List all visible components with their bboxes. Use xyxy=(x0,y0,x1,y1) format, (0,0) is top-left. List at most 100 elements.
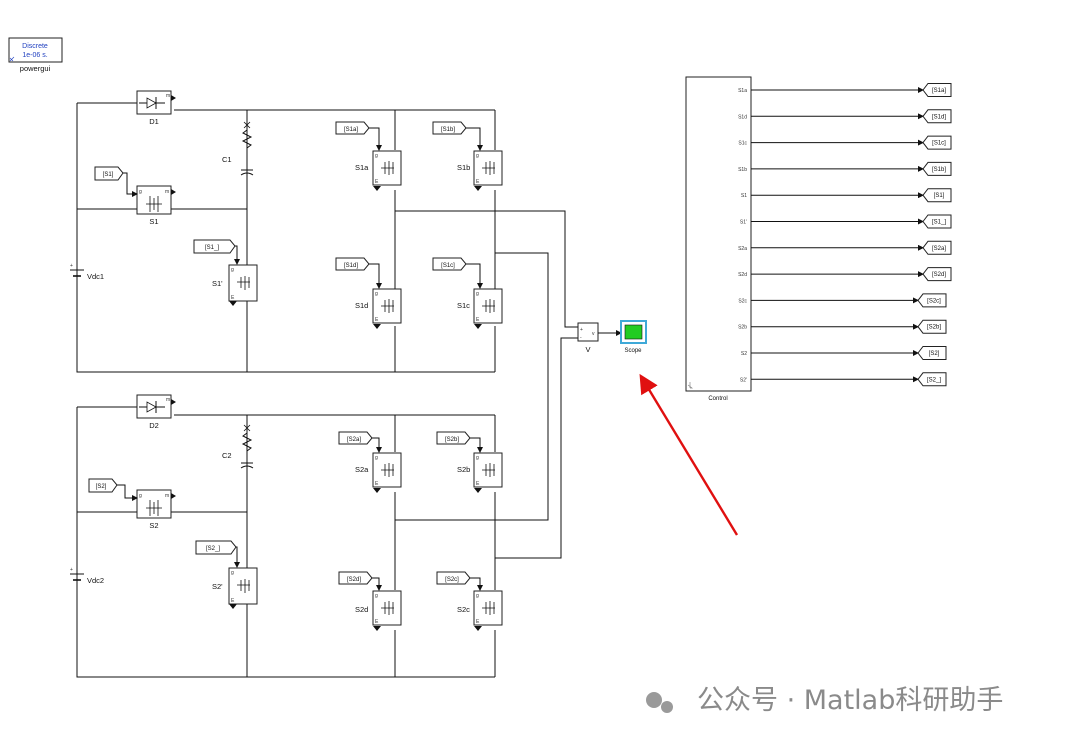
control-port-label: S2b xyxy=(738,325,747,331)
goto-tag[interactable]: [S2] xyxy=(917,346,947,360)
s1-prime-label: S1' xyxy=(212,279,223,288)
switch-s1-prime-block[interactable]: g E S1' xyxy=(212,264,258,302)
switch-s2c-block[interactable]: g E S2c xyxy=(457,590,503,626)
goto-tag[interactable]: [S1a] xyxy=(922,83,952,97)
tag-text: [S2_] xyxy=(206,546,220,552)
vm-out: v xyxy=(592,331,595,337)
scope-label: Scope xyxy=(624,348,642,354)
goto-tags: [S1a] [S1d] [S1c] [S1b] [S1] [S1_] [S2a] [S2d] [… xyxy=(917,83,952,387)
from-tag-s1-prime[interactable]: [S1_] xyxy=(193,239,236,254)
tag-text: [S2] xyxy=(96,484,107,490)
switch-s2b-block[interactable]: g E S2b xyxy=(457,452,503,488)
port-label: g xyxy=(375,455,378,461)
goto-tag-text: [S1d] xyxy=(932,114,946,120)
from-tag-s2b[interactable]: [S2b] xyxy=(436,431,471,445)
diode-d2[interactable]: m D2 xyxy=(136,394,172,430)
port-label: m xyxy=(166,397,170,403)
tag-text: [S1b] xyxy=(441,127,455,133)
control-port-label: S1a xyxy=(738,88,747,94)
capacitor-c2-label: C2 xyxy=(222,451,232,460)
port-label: g xyxy=(375,593,378,599)
switch-s1d-block[interactable]: g E S1d xyxy=(355,288,402,324)
tag-text: [S2c] xyxy=(445,577,459,583)
goto-tag[interactable]: [S2d] xyxy=(922,267,952,282)
tag-text: [S2d] xyxy=(347,577,361,583)
from-tag-s2a[interactable]: [S2a] xyxy=(338,431,373,445)
from-tag-s1d[interactable]: [S1d] xyxy=(335,257,370,271)
voltage-measurement-block[interactable]: + - v V xyxy=(577,322,599,354)
from-tag-s2-prime[interactable]: [S2_] xyxy=(195,540,237,555)
from-tag-s1[interactable]: [S1] xyxy=(94,166,124,181)
vdc1-label: Vdc1 xyxy=(87,272,104,281)
control-port-label: S1b xyxy=(738,167,747,173)
powergui-block[interactable]: Discrete 1e-06 s. powergui xyxy=(8,37,63,73)
switch-s1b-block[interactable]: g E S1b xyxy=(457,150,503,186)
mosfet-icon xyxy=(381,601,394,615)
capacitor-terminal-icon xyxy=(243,424,251,432)
scope-screen-icon xyxy=(624,324,643,340)
switch-s1a-block[interactable]: g E S1a xyxy=(355,150,402,186)
circuit2-wiring xyxy=(76,406,496,678)
diode-d1[interactable]: m D1 xyxy=(136,90,172,126)
s2b-label: S2b xyxy=(457,465,470,474)
port-label: E xyxy=(375,179,379,185)
goto-tag[interactable]: [S1c] xyxy=(922,135,952,150)
port-label: g xyxy=(476,153,479,159)
tag-text: [S1_] xyxy=(205,245,219,251)
from-tag-s1c[interactable]: [S1c] xyxy=(432,257,467,271)
port-label: E xyxy=(231,295,235,301)
voltage-source-vdc2[interactable]: + Vdc2 xyxy=(70,567,104,585)
scope-block[interactable]: Scope xyxy=(620,320,647,354)
tag-text: [S1d] xyxy=(344,263,358,269)
goto-tag-text: [S1a] xyxy=(932,88,946,94)
switch-s2d-block[interactable]: g E S2d xyxy=(355,590,402,626)
annotation-arrow xyxy=(639,373,739,536)
measure-wire-b2 xyxy=(495,337,578,559)
from-tag-s2d[interactable]: [S2d] xyxy=(338,571,373,585)
switch-s2-prime-block[interactable]: g E S2' xyxy=(212,567,258,605)
control-port-label: S1' xyxy=(740,220,747,226)
goto-tag-text: [S1b] xyxy=(932,167,946,173)
switch-s1c-block[interactable]: g E S1c xyxy=(457,288,503,324)
switch-s2a-block[interactable]: g E S2a xyxy=(355,452,402,488)
goto-tag-text: [S1_] xyxy=(932,220,946,226)
port-label: g xyxy=(375,153,378,159)
polarity-plus: + xyxy=(70,263,73,269)
mosfet-icon xyxy=(482,161,495,175)
switch-s2-block[interactable]: g m S2 xyxy=(136,489,172,530)
goto-tag[interactable]: [S1_] xyxy=(922,214,952,229)
goto-tag[interactable]: [S2b] xyxy=(917,319,947,334)
capacitor-c1[interactable]: C1 xyxy=(222,121,254,176)
goto-tag-text: [S2b] xyxy=(927,325,941,331)
mosfet-icon xyxy=(482,601,495,615)
circuit1-wiring xyxy=(76,102,496,373)
goto-tag-text: [S2d] xyxy=(932,272,946,278)
tag-text: [S1a] xyxy=(344,127,358,133)
capacitor-c1-label: C1 xyxy=(222,155,232,164)
goto-tag[interactable]: [S2a] xyxy=(922,240,952,255)
measure-wire-a1 xyxy=(395,210,578,328)
port-label: E xyxy=(375,317,379,323)
voltage-source-vdc1[interactable]: + Vdc1 xyxy=(70,263,104,281)
goto-tag[interactable]: [S1b] xyxy=(922,161,952,176)
port-label: m xyxy=(165,493,169,499)
goto-tag-text: [S2_] xyxy=(927,377,941,383)
from-tag-s2[interactable]: [S2] xyxy=(88,478,118,493)
goto-tag[interactable]: [S2_] xyxy=(917,372,947,387)
port-label: E xyxy=(476,179,480,185)
port-label: E xyxy=(476,619,480,625)
capacitor-c2[interactable]: C2 xyxy=(222,424,254,469)
control-subsystem[interactable]: Control xyxy=(685,76,752,402)
from-tag-s2c[interactable]: [S2c] xyxy=(436,571,471,585)
s2-label: S2 xyxy=(149,521,158,530)
measure-wire-b1 xyxy=(395,252,549,521)
goto-tag[interactable]: [S1d] xyxy=(922,109,952,124)
from-tag-s1b[interactable]: [S1b] xyxy=(432,121,467,135)
goto-tag[interactable]: [S1] xyxy=(922,188,952,203)
switch-s1-block[interactable]: g m S1 xyxy=(136,185,172,226)
from-tag-s1a[interactable]: [S1a] xyxy=(335,121,370,135)
goto-tag[interactable]: [S2c] xyxy=(917,293,947,308)
polarity-plus: + xyxy=(70,567,73,573)
port-label: E xyxy=(476,317,480,323)
